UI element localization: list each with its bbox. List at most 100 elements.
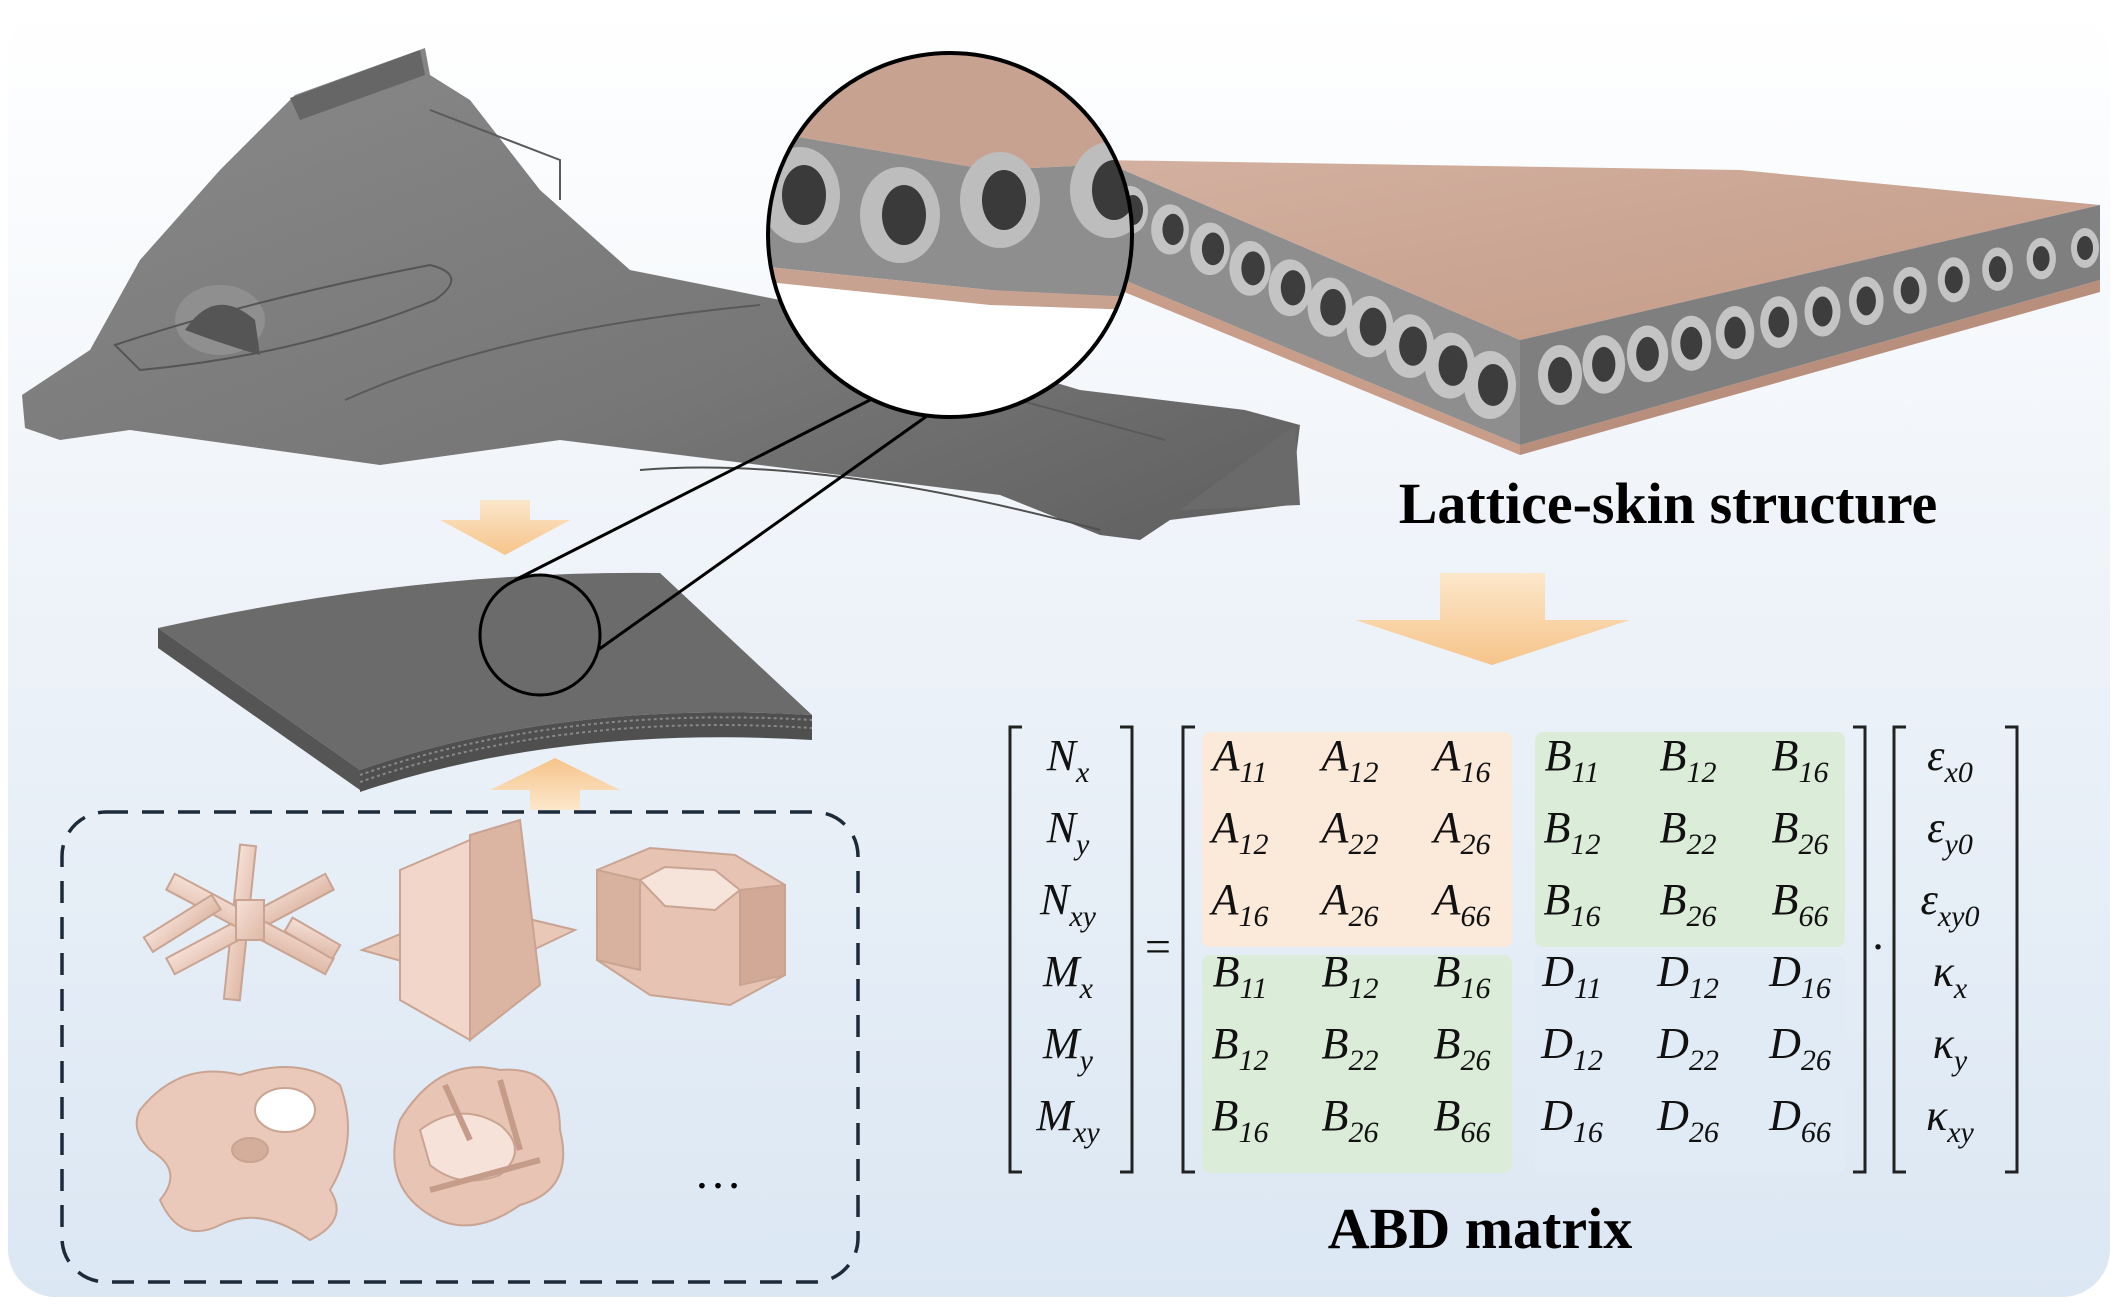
- matrix-cell-0-0: A11: [1210, 731, 1268, 789]
- matrix-cell-2-3-subscript: 16: [1570, 900, 1600, 933]
- lattice-skin-slab: [1100, 160, 2100, 455]
- strain-entry-5: κxy: [1926, 1091, 1974, 1149]
- force-entry-2-base: N: [1039, 875, 1072, 924]
- matrix-cell-0-0-base: A: [1210, 731, 1241, 780]
- force-entry-5: Mxy: [1035, 1091, 1100, 1149]
- slab-pore: [1280, 270, 1306, 306]
- unit-cell-plate: [358, 818, 578, 1043]
- strain-entry-4-base: κ: [1933, 1019, 1955, 1068]
- matrix-cell-2-2-subscript: 66: [1460, 900, 1490, 933]
- force-entry-0: Nx: [1046, 731, 1090, 789]
- matrix-cell-4-0: B12: [1212, 1019, 1269, 1077]
- matrix-cell-4-3-base: D: [1540, 1019, 1573, 1068]
- matrix-cell-5-4: D26: [1656, 1091, 1719, 1149]
- equals-sign: =: [1145, 921, 1171, 972]
- matrix-cell-5-2-subscript: 66: [1460, 1116, 1490, 1149]
- strain-entry-5-base: κ: [1926, 1091, 1948, 1140]
- matrix-cell-1-2-base: A: [1431, 803, 1462, 852]
- matrix-cell-0-2-subscript: 16: [1460, 756, 1490, 789]
- matrix-cell-4-0-base: B: [1212, 1019, 1239, 1068]
- slab-pore: [1359, 307, 1387, 346]
- matrix-cell-1-0: A12: [1209, 803, 1269, 861]
- unit-cell-tpms: [135, 1066, 349, 1242]
- abd-title: ABD matrix: [1328, 1196, 1632, 1261]
- force-entry-5-base: M: [1035, 1091, 1075, 1140]
- magnified-pore: [882, 185, 926, 245]
- matrix-cell-2-1-subscript: 26: [1348, 900, 1378, 933]
- matrix-cell-1-5: B26: [1772, 803, 1829, 861]
- matrix-cell-3-3-base: D: [1541, 947, 1574, 996]
- force-entry-2-subscript: xy: [1068, 900, 1096, 933]
- matrix-cell-5-2: B66: [1434, 1091, 1491, 1149]
- slab-pore: [1988, 256, 2007, 283]
- force-entry-0-base: N: [1046, 731, 1079, 780]
- curved-panel: [158, 572, 813, 792]
- zoom-line-upper: [514, 398, 871, 582]
- matrix-cell-4-4: D22: [1656, 1019, 1719, 1077]
- slab-pore: [1636, 336, 1659, 371]
- matrix-cell-3-2: B16: [1434, 947, 1491, 1005]
- strain-entry-2: εxy0: [1921, 875, 1980, 933]
- down-arrow-icon: [440, 500, 570, 555]
- slab-pore: [1201, 232, 1225, 266]
- force-entry-3: Mx: [1042, 947, 1094, 1005]
- up-arrow-icon: [490, 758, 620, 810]
- matrix-cell-4-5: D26: [1768, 1019, 1831, 1077]
- matrix-cell-2-0-subscript: 16: [1238, 900, 1268, 933]
- slab-pore: [1399, 326, 1427, 366]
- matrix-cell-3-0-base: B: [1213, 947, 1240, 996]
- strain-entry-0-base: ε: [1927, 731, 1945, 780]
- matrix-cell-2-3: B16: [1544, 875, 1601, 933]
- matrix-cell-4-2-subscript: 26: [1460, 1044, 1490, 1077]
- force-entry-3-subscript: x: [1079, 972, 1094, 1005]
- force-entry-1-subscript: y: [1073, 828, 1090, 861]
- force-entry-4-base: M: [1042, 1019, 1082, 1068]
- strain-entry-4-subscript: y: [1951, 1044, 1968, 1077]
- strain-entry-3: κx: [1933, 947, 1968, 1005]
- multiply-dot: ·: [1870, 921, 1885, 972]
- matrix-cell-0-5: B16: [1772, 731, 1829, 789]
- strain-entry-2-subscript: xy0: [1937, 900, 1980, 933]
- matrix-cell-3-5: D16: [1768, 947, 1831, 1005]
- matrix-cell-4-5-subscript: 26: [1801, 1044, 1831, 1077]
- matrix-cell-0-4-subscript: 12: [1686, 756, 1716, 789]
- matrix-cell-5-4-base: D: [1656, 1091, 1689, 1140]
- unit-cell-honeycomb: [596, 846, 786, 1007]
- force-entry-0-subscript: x: [1075, 756, 1090, 789]
- matrix-cell-0-4-base: B: [1660, 731, 1687, 780]
- matrix-cell-5-1-base: B: [1322, 1091, 1349, 1140]
- force-entry-1-base: N: [1046, 803, 1079, 852]
- slab-pore: [1944, 266, 1963, 294]
- matrix-cell-3-1: B12: [1322, 947, 1379, 1005]
- matrix-cell-1-0-subscript: 12: [1238, 828, 1268, 861]
- matrix-cell-5-5: D66: [1768, 1091, 1831, 1149]
- b-block-lower: [1202, 955, 1512, 1173]
- matrix-cell-3-2-base: B: [1434, 947, 1461, 996]
- slab-pore: [2032, 246, 2050, 272]
- abd-down-arrow-icon: [1355, 573, 1630, 665]
- matrix-cell-4-1-base: B: [1322, 1019, 1349, 1068]
- matrix-cell-0-2: A16: [1431, 731, 1491, 789]
- magnified-pore: [982, 170, 1026, 230]
- aircraft-render: [22, 48, 1300, 540]
- matrix-cell-2-5-subscript: 66: [1798, 900, 1828, 933]
- matrix-cell-0-3-base: B: [1545, 731, 1572, 780]
- matrix-cell-3-1-subscript: 12: [1348, 972, 1378, 1005]
- strain-entry-1-subscript: y0: [1942, 828, 1973, 861]
- matrix-cell-1-1-subscript: 22: [1348, 828, 1378, 861]
- slab-pore: [1592, 346, 1616, 382]
- ellipsis-text: …: [694, 1146, 742, 1199]
- lattice-skin-title: Lattice-skin structure: [1399, 471, 1938, 536]
- matrix-cell-5-4-subscript: 26: [1689, 1116, 1719, 1149]
- matrix-cell-1-2-subscript: 26: [1460, 828, 1490, 861]
- matrix-cell-2-1: A26: [1319, 875, 1379, 933]
- force-entry-4: My: [1042, 1019, 1094, 1077]
- slab-pore: [1900, 276, 1920, 305]
- force-bracket-right: [1120, 725, 1134, 1174]
- matrix-cell-3-3: D11: [1541, 947, 1602, 1005]
- matrix-cell-0-2-base: A: [1431, 731, 1462, 780]
- matrix-bracket-right: [1853, 725, 1867, 1174]
- strain-bracket-right: [2005, 725, 2019, 1174]
